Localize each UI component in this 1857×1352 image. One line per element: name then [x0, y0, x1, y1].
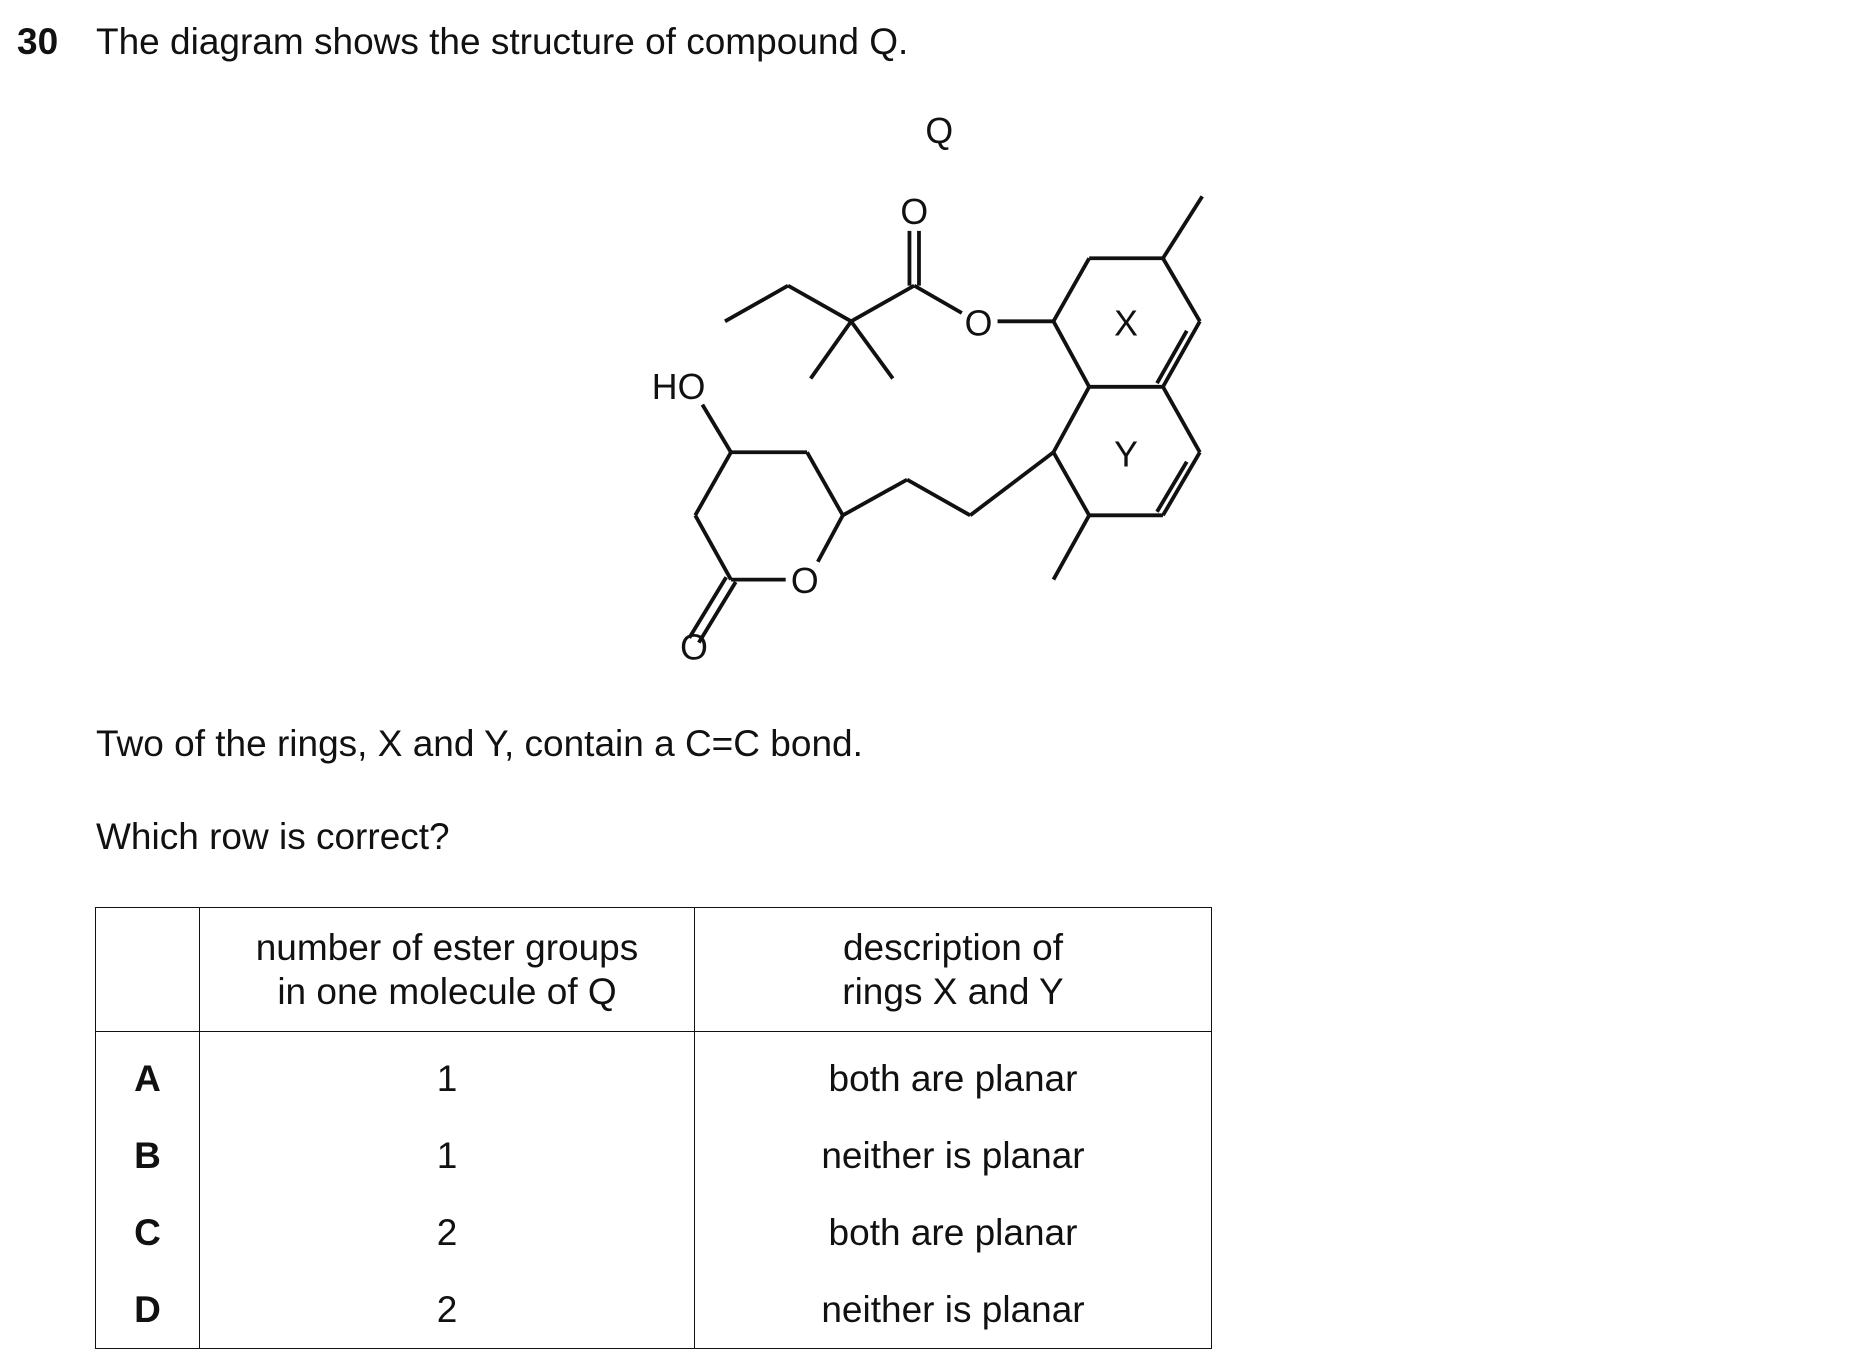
double-bond-inner	[1155, 460, 1189, 513]
bond	[787, 283, 853, 323]
bond	[1161, 320, 1202, 388]
ring-description: both are planar	[694, 1031, 1212, 1117]
table-row: D 2 neither is planar	[95, 1271, 1212, 1349]
option-label: A	[95, 1031, 200, 1117]
bond	[700, 403, 733, 454]
bond	[850, 283, 916, 323]
bond	[849, 320, 895, 380]
option-label: C	[95, 1194, 200, 1271]
ester-count: 1	[199, 1031, 695, 1117]
header-line: number of ester groups	[255, 926, 639, 968]
ring-description: both are planar	[694, 1194, 1212, 1271]
header-line: description of	[842, 926, 1064, 968]
bond	[906, 477, 972, 517]
header-esters: number of ester groups in one molecule o…	[199, 907, 695, 1032]
prompt: Which row is correct?	[96, 816, 450, 857]
bond	[1051, 514, 1091, 581]
bond	[1161, 195, 1204, 260]
compound-label: Q	[925, 111, 953, 151]
bond	[913, 283, 963, 315]
ring-oxygen: O	[791, 561, 819, 601]
ester-count: 2	[199, 1194, 695, 1271]
bond	[1051, 451, 1091, 517]
ring-y-label: Y	[1114, 435, 1138, 475]
ester-oxygen: O	[965, 304, 993, 344]
bond	[693, 451, 733, 517]
table-row: A 1 both are planar	[95, 1031, 1212, 1117]
bond	[724, 283, 790, 323]
bond	[1051, 320, 1091, 388]
bond	[841, 477, 909, 517]
bond	[1051, 257, 1091, 323]
bond	[1161, 385, 1202, 454]
header-option	[95, 907, 200, 1032]
bond	[1161, 451, 1202, 517]
option-label: B	[95, 1117, 200, 1194]
header-line: rings X and Y	[842, 970, 1064, 1012]
table-row: B 1 neither is planar	[95, 1117, 1212, 1194]
double-bond-inner	[1155, 329, 1189, 385]
ring-description: neither is planar	[694, 1271, 1212, 1349]
question-text: The diagram shows the structure of compo…	[96, 21, 909, 62]
header-line: in one molecule of Q	[277, 970, 617, 1012]
ester-count: 2	[199, 1271, 695, 1349]
bond	[693, 514, 733, 581]
statement: Two of the rings, X and Y, contain a C=C…	[96, 723, 863, 764]
question-number: 30	[17, 21, 59, 62]
ring-description: neither is planar	[694, 1117, 1212, 1194]
bond	[1161, 257, 1202, 323]
bond	[816, 514, 845, 563]
lactone-carbonyl-oxygen: O	[680, 627, 708, 667]
table-row: C 2 both are planar	[95, 1194, 1212, 1271]
bond	[969, 450, 1055, 517]
bond	[805, 451, 845, 517]
hydroxyl-label: HO	[652, 367, 706, 407]
option-label: D	[95, 1271, 200, 1349]
bond	[697, 580, 738, 644]
ring-x-label: X	[1114, 304, 1138, 344]
bond	[687, 576, 728, 639]
answer-table: number of ester groups in one molecule o…	[95, 907, 1212, 1349]
bond	[1051, 385, 1091, 454]
header-description: description of rings X and Y	[694, 907, 1212, 1032]
ester-count: 1	[199, 1117, 695, 1194]
bond	[809, 320, 853, 380]
carbonyl-oxygen: O	[900, 192, 928, 232]
